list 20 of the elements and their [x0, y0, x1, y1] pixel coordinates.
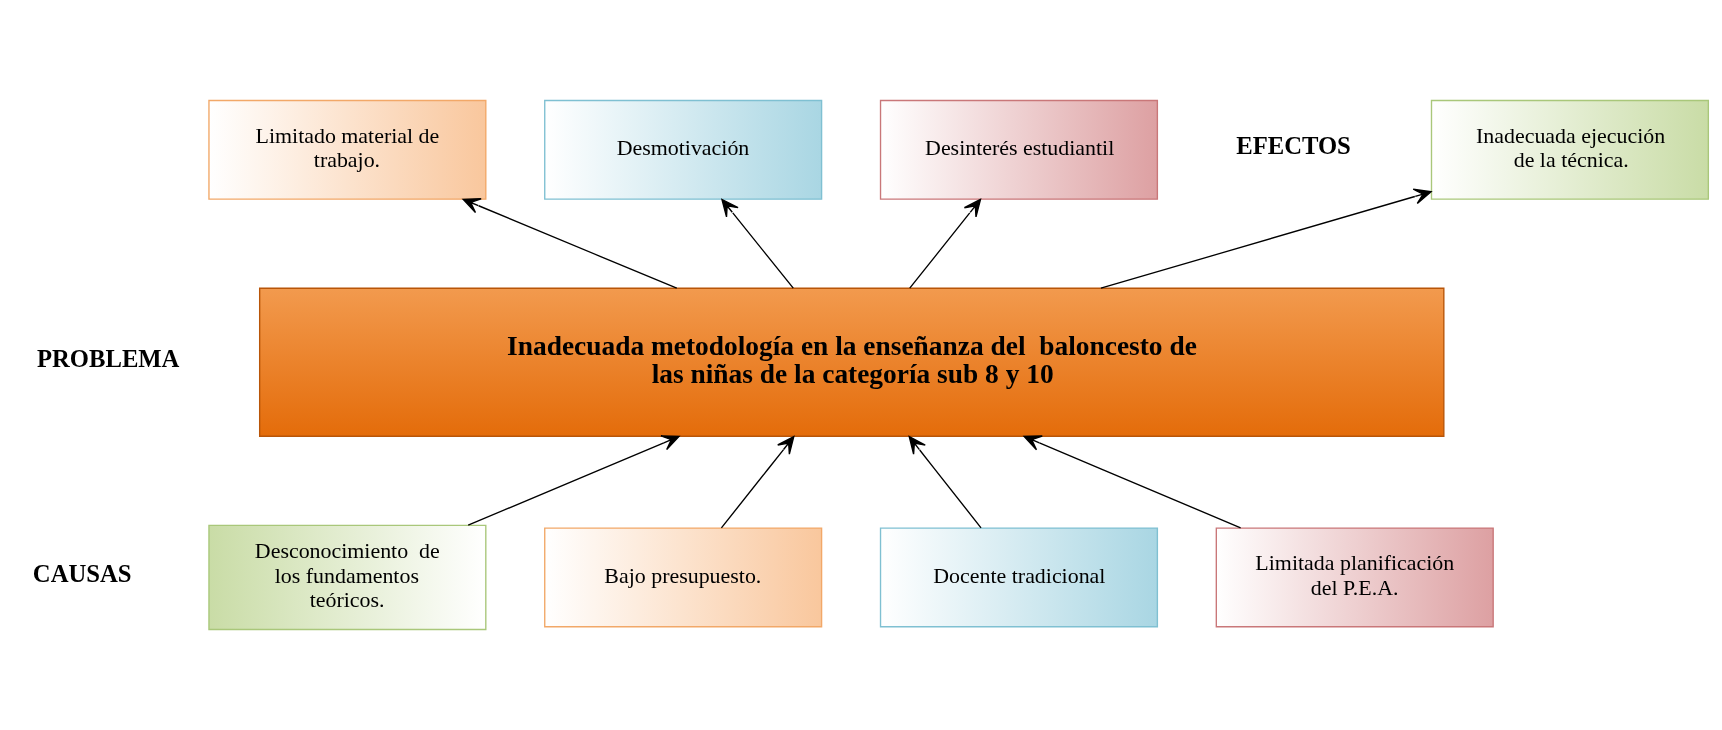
- arrow: [1100, 188, 1432, 289]
- node-box: Limitada planificación del P.E.A.: [1215, 527, 1494, 628]
- arrow: [909, 198, 982, 289]
- node-box: Desinterés estudiantil: [879, 99, 1159, 200]
- node-box: Docente tradicional: [879, 527, 1159, 628]
- arrow: [721, 198, 794, 289]
- arrow: [1023, 435, 1242, 529]
- arrow: [908, 436, 982, 529]
- label: CAUSAS: [32, 560, 132, 588]
- arrow: [720, 436, 795, 529]
- label: EFECTOS: [1236, 132, 1351, 160]
- node-box: Desconocimiento de los fundamentos teóricos.: [208, 524, 487, 631]
- node-box: Bajo presupuesto.: [544, 527, 823, 628]
- node-box: Inadecuada ejecución de la técnica.: [1430, 99, 1710, 200]
- label: PROBLEMA: [36, 344, 180, 372]
- node-box: Inadecuada metodología en la enseñanza del baloncesto de las niñas de la categoría sub 8 y 10: [259, 287, 1445, 437]
- node-box: Desmotivación: [544, 99, 823, 200]
- arrow: [467, 435, 680, 526]
- arrow: [462, 198, 678, 289]
- node-box: Limitado material de trabajo.: [208, 99, 487, 200]
